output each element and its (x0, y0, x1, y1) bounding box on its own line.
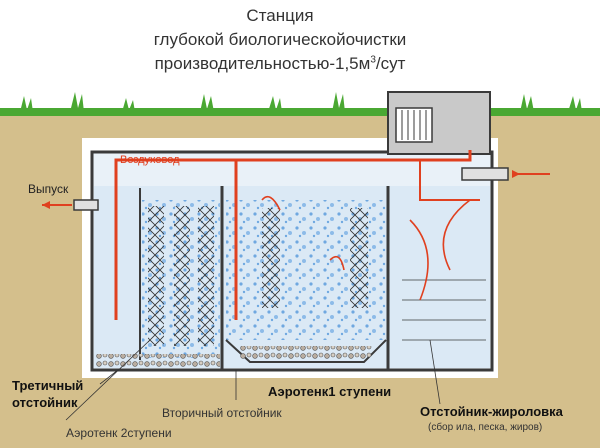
air-duct-branch-2 (419, 160, 480, 201)
inlet-pipe (461, 167, 509, 181)
aerotank-2-label: Аэротенк 2ступени (66, 426, 172, 440)
title-line-3-suffix: /сут (375, 54, 406, 73)
leader-lines (65, 339, 441, 421)
aerotank-1-hopper (225, 339, 387, 363)
grass-strip (0, 108, 600, 116)
title-line-1: Станция (246, 6, 314, 25)
title-line-3: производительностью-1,5м3/сут (110, 54, 450, 74)
outlet-label: Выпуск (28, 182, 69, 196)
outlet-pipe (73, 199, 99, 211)
grease-trap-label: Отстойник-жироловка (420, 404, 563, 419)
air-duct-pipe (114, 150, 472, 320)
grease-trap-note: (сбор ила, песка, жиров) (428, 422, 543, 433)
secondary-settler-label: Вторичный отстойник (162, 406, 282, 420)
compressor-fins (401, 110, 427, 140)
gravel-tertiary (96, 354, 220, 368)
tertiary-settler-label-1: Третичный (12, 378, 84, 393)
aerotank-1-label: Аэротенк1 ступени (268, 384, 392, 399)
tertiary-settler-label-2: отстойник (12, 395, 78, 410)
aerotank-2-bioload (148, 206, 214, 346)
air-duct-label: Воздуховод (120, 154, 180, 166)
grass-tufts (20, 92, 582, 112)
title-line-3-superscript: 3 (370, 54, 376, 66)
title-line-3-prefix: производительностью-1,5м (154, 54, 371, 73)
aerotank-1-bioload (262, 208, 368, 308)
title-line-2: глубокой биологическойочистки (153, 30, 407, 49)
gravel-aerotank-1 (240, 346, 372, 360)
flow-arrows (261, 195, 471, 301)
grease-trap-settling-lines (402, 279, 486, 341)
